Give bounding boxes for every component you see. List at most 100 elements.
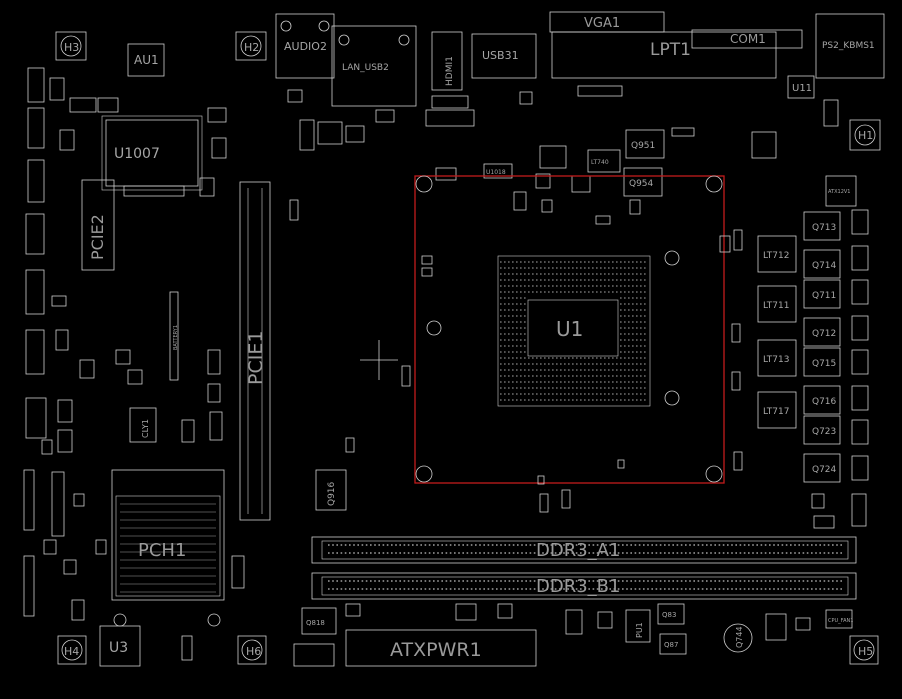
pcie2-slot: PCIE2 bbox=[81, 179, 115, 271]
cly1-label: CLY1 bbox=[141, 419, 150, 438]
q916-label: Q916 bbox=[327, 481, 337, 506]
component-u11: U11 bbox=[787, 75, 815, 99]
hdmi1-connector: HDMI1 bbox=[431, 31, 463, 91]
mosfet-q713: Q713 bbox=[803, 211, 841, 241]
pcie1-slot: PCIE1 bbox=[239, 181, 271, 521]
origin-crosshair bbox=[360, 340, 398, 380]
cpu-socket: U1 bbox=[414, 175, 725, 484]
q716-label: Q716 bbox=[812, 397, 837, 407]
usb31-connector: USB31 bbox=[471, 33, 537, 79]
mounting-hole-h1: H1 bbox=[849, 119, 881, 151]
h1-label: H1 bbox=[858, 129, 873, 142]
mounting-hole-h4: H4 bbox=[57, 635, 87, 665]
ddr3-a1-label: DDR3_A1 bbox=[536, 540, 620, 561]
q715-label: Q715 bbox=[812, 359, 836, 369]
component-q83: Q83 bbox=[657, 603, 685, 625]
usb31-label: USB31 bbox=[482, 49, 519, 62]
q713-label: Q713 bbox=[812, 223, 836, 233]
mosfet-q723: Q723 bbox=[803, 415, 841, 445]
component-lt740: LT740 bbox=[587, 149, 621, 173]
h3-label: H3 bbox=[64, 41, 79, 54]
inductor-lt711: LT711 bbox=[757, 285, 797, 323]
com1-label: COM1 bbox=[730, 32, 766, 46]
mosfet-q714: Q714 bbox=[803, 249, 841, 279]
component-u1007: U1007 bbox=[101, 115, 203, 191]
ps2-label: PS2_KBMS1 bbox=[822, 41, 875, 51]
vga1-label: VGA1 bbox=[584, 16, 620, 31]
atxpwr1-label: ATXPWR1 bbox=[390, 639, 482, 661]
q711-label: Q711 bbox=[812, 291, 836, 301]
q744-label: Q744 bbox=[735, 626, 744, 648]
pch1-label: PCH1 bbox=[138, 540, 186, 561]
lt713-label: LT713 bbox=[763, 355, 789, 365]
u1007-label: U1007 bbox=[114, 146, 160, 162]
component-q916: Q916 bbox=[315, 469, 347, 511]
mosfet-q724: Q724 bbox=[803, 453, 841, 483]
ddr3-b1-label: DDR3_B1 bbox=[536, 576, 620, 597]
dimm-slot-ddr3-a1: DDR3_A1 bbox=[311, 536, 857, 564]
component-u3: U3 bbox=[99, 625, 141, 667]
q83-label: Q83 bbox=[662, 611, 676, 619]
hdmi-label: HDMI1 bbox=[445, 56, 455, 86]
mosfet-q716: Q716 bbox=[803, 385, 841, 415]
lpt1-connector: LPT1 bbox=[551, 31, 777, 79]
mosfet-q712: Q712 bbox=[803, 317, 841, 347]
lpt1-label: LPT1 bbox=[650, 40, 691, 60]
lt711-label: LT711 bbox=[763, 301, 789, 311]
mounting-hole-h6: H6 bbox=[237, 635, 267, 665]
pcie2-label: PCIE2 bbox=[88, 214, 107, 260]
inductor-lt712: LT712 bbox=[757, 235, 797, 273]
u1018-label: U1018 bbox=[486, 169, 506, 176]
mosfet-q715: Q715 bbox=[803, 347, 841, 377]
cpu-fan-header: CPU_FAN1 bbox=[825, 609, 853, 629]
h6-label: H6 bbox=[246, 645, 261, 658]
u1-label: U1 bbox=[556, 317, 583, 341]
inductor-lt717: LT717 bbox=[757, 391, 797, 429]
h2-label: H2 bbox=[244, 41, 259, 54]
q712-label: Q712 bbox=[812, 329, 836, 339]
u3-label: U3 bbox=[109, 640, 128, 656]
mounting-hole-h2: H2 bbox=[235, 31, 267, 61]
atxpwr1-connector: ATXPWR1 bbox=[345, 629, 537, 667]
battery-holder: BATTERY1 bbox=[169, 291, 179, 381]
q954-label: Q954 bbox=[629, 179, 654, 189]
audio2-label: AUDIO2 bbox=[284, 40, 327, 53]
lan-usb2-label: LAN_USB2 bbox=[342, 63, 389, 73]
component-u1018: U1018 bbox=[483, 163, 513, 179]
component-q818: Q818 bbox=[301, 607, 337, 635]
dimm-slot-ddr3-b1: DDR3_B1 bbox=[311, 572, 857, 600]
au1-label: AU1 bbox=[134, 53, 159, 67]
component-q951: Q951 bbox=[625, 129, 665, 159]
atx12v-label: ATX12V1 bbox=[828, 189, 850, 195]
component-q744: Q744 bbox=[723, 623, 753, 653]
com1-connector: COM1 bbox=[691, 29, 803, 49]
lt712-label: LT712 bbox=[763, 251, 789, 261]
component-pu1: PU1 bbox=[625, 609, 651, 643]
cpu-fan-label: CPU_FAN1 bbox=[828, 618, 853, 624]
pu1-label: PU1 bbox=[635, 622, 644, 638]
q714-label: Q714 bbox=[812, 261, 837, 271]
inductor-lt713: LT713 bbox=[757, 339, 797, 377]
h4-label: H4 bbox=[64, 645, 79, 658]
mounting-hole-h5: H5 bbox=[849, 635, 879, 665]
battery-label: BATTERY1 bbox=[173, 325, 179, 350]
q818-label: Q818 bbox=[306, 619, 325, 627]
q723-label: Q723 bbox=[812, 427, 836, 437]
vga1-connector: VGA1 bbox=[549, 11, 665, 33]
ps2-kbms1-connector: PS2_KBMS1 bbox=[815, 13, 885, 79]
component-au1: AU1 bbox=[127, 43, 165, 77]
lan-usb2-connector: LAN_USB2 bbox=[331, 25, 417, 107]
mosfet-q711: Q711 bbox=[803, 279, 841, 309]
pcie1-label: PCIE1 bbox=[245, 331, 267, 385]
mounting-hole-h3: H3 bbox=[55, 31, 87, 61]
component-q954: Q954 bbox=[623, 167, 663, 197]
h5-label: H5 bbox=[858, 645, 873, 658]
q87-label: Q87 bbox=[664, 641, 678, 649]
q951-label: Q951 bbox=[631, 141, 655, 151]
q724-label: Q724 bbox=[812, 465, 837, 475]
lt717-label: LT717 bbox=[763, 407, 789, 417]
u11-label: U11 bbox=[792, 83, 812, 94]
audio2-connector: AUDIO2 bbox=[275, 13, 335, 79]
connector-atx12v1: ATX12V1 bbox=[825, 175, 857, 207]
